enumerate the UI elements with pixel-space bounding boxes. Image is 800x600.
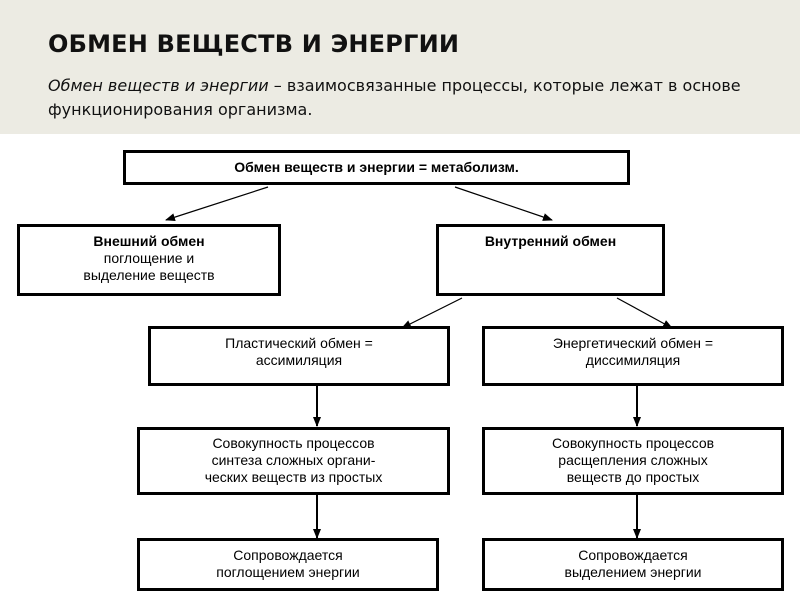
plastic-desc-box: Совокупность процессов синтеза сложных о… [137, 427, 450, 495]
energetic-desc-box: Совокупность процессов расщепления сложн… [482, 427, 784, 495]
subtitle-definition: – взаимосвязанные процессы, которые лежа… [48, 76, 741, 119]
energetic-desc-line2: расщепления сложных [558, 452, 708, 468]
arrow-root-to-internal [454, 186, 553, 221]
energetic-desc-line3: веществ до простых [566, 469, 700, 485]
internal-exchange-box: Внутренний обмен [436, 224, 665, 296]
plastic-desc-line1: Совокупность процессов [212, 435, 375, 451]
plastic-exchange-line1: Пластический обмен = [225, 335, 373, 351]
energetic-exchange-box: Энергетический обмен = диссимиляция [482, 326, 784, 386]
plastic-desc-line3: ческих веществ из простых [204, 469, 383, 485]
slide-subtitle: Обмен веществ и энергии – взаимосвязанны… [48, 74, 768, 122]
energetic-energy-line2: выделением энергии [564, 564, 702, 580]
plastic-energy-line1: Сопровождается [233, 547, 343, 563]
plastic-exchange-line2: ассимиляция [255, 352, 343, 368]
arrow-internal-to-plastic [401, 297, 463, 329]
external-exchange-line2: выделение веществ [83, 267, 215, 283]
arrow-internal-to-energetic [616, 297, 673, 329]
subtitle-term: Обмен веществ и энергии [48, 76, 269, 95]
plastic-energy-line2: поглощением энергии [216, 564, 360, 580]
slide-title: ОБМЕН ВЕЩЕСТВ И ЭНЕРГИИ [48, 30, 460, 58]
arrow-root-to-external [165, 186, 269, 222]
external-exchange-title: Внешний обмен [93, 233, 205, 249]
energetic-desc-line1: Совокупность процессов [551, 435, 715, 451]
plastic-desc-line2: синтеза сложных органи- [211, 452, 376, 468]
energetic-energy-line1: Сопровождается [578, 547, 688, 563]
slide-header: ОБМЕН ВЕЩЕСТВ И ЭНЕРГИИ Обмен веществ и … [0, 0, 800, 134]
external-exchange-box: Внешний обмен поглощение и выделение вещ… [17, 224, 281, 296]
plastic-exchange-box: Пластический обмен = ассимиляция [148, 326, 450, 386]
energetic-exchange-line1: Энергетический обмен = [552, 335, 714, 351]
root-metabolism-label: Обмен веществ и энергии = метаболизм. [234, 159, 519, 175]
internal-exchange-title: Внутренний обмен [484, 233, 617, 249]
energetic-exchange-line2: диссимиляция [585, 352, 681, 368]
external-exchange-line1: поглощение и [103, 250, 195, 266]
plastic-energy-box: Сопровождается поглощением энергии [137, 538, 439, 591]
root-metabolism-box: Обмен веществ и энергии = метаболизм. [123, 150, 630, 185]
energetic-energy-box: Сопровождается выделением энергии [482, 538, 784, 591]
